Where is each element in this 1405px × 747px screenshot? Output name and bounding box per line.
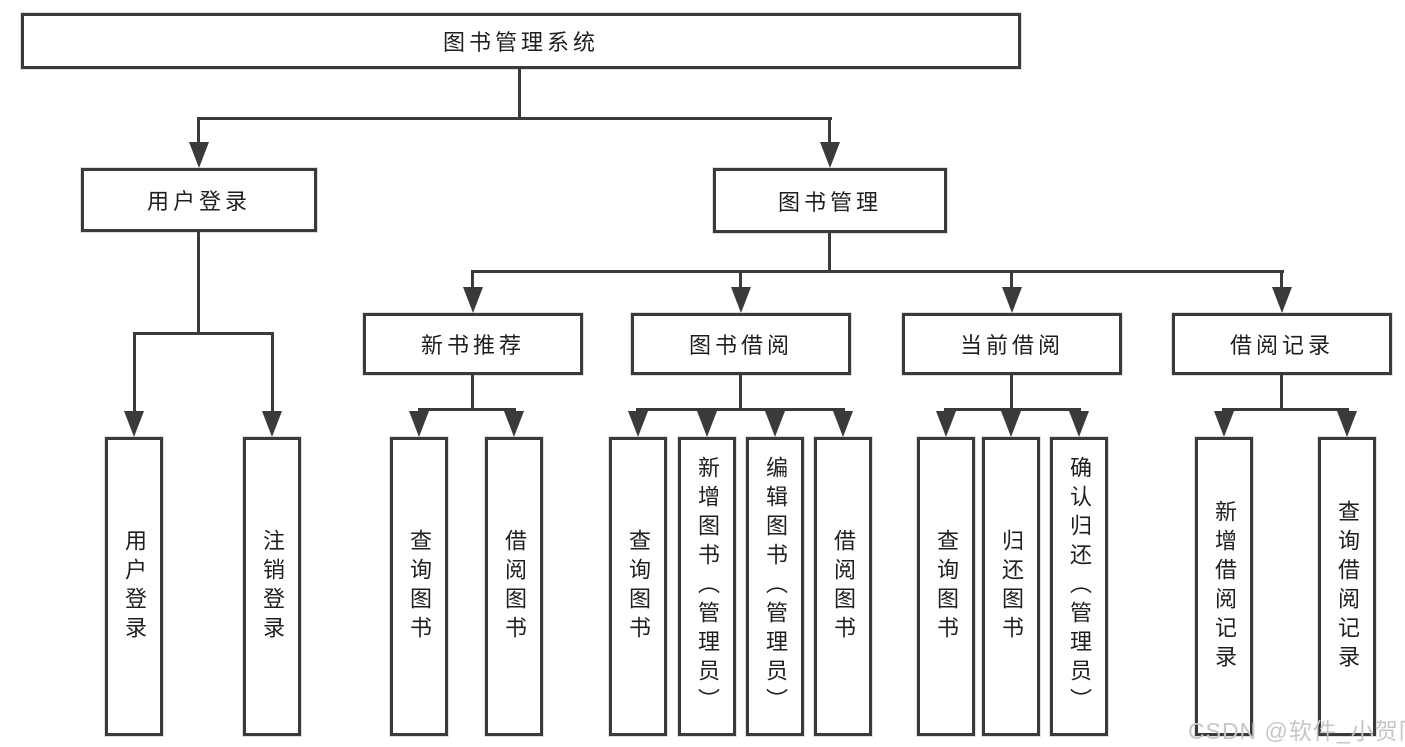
leaf-query-books-borrowing: 查询图书 [609,437,667,736]
node-borrowing-records-label: 借阅记录 [1229,333,1334,358]
node-current-borrowing-label: 当前借阅 [959,333,1064,358]
leaf-query-books-recommend: 查询图书 [390,437,448,736]
leaf-query-books-current: 查询图书 [917,437,975,736]
arrow-down-icon [820,142,840,168]
connector-borrowing-records-trunk [1280,375,1283,411]
node-user-login: 用户登录 [81,168,317,232]
connector-book-management-trunk [828,233,831,273]
arrow-down-icon [1337,411,1357,437]
leaf-add-borrow-record: 新增借阅记录 [1195,437,1253,736]
connector-drop-borrowing-records [1280,270,1283,290]
leaf-query-books-current-label: 查询图书 [934,528,959,645]
node-user-login-label: 用户登录 [146,189,251,214]
connector-drop-logout-leaf [271,332,274,413]
arrow-down-icon [833,411,853,437]
leaf-logout-login-label: 注销登录 [260,528,285,645]
connector-new-book-hbar [418,408,516,411]
arrow-down-icon [124,411,144,437]
connector-user-login-trunk [197,231,200,335]
leaf-borrow-books-recommend: 借阅图书 [485,437,543,736]
connector-new-book-trunk [471,375,474,411]
arrow-down-icon [628,411,648,437]
arrow-down-icon [697,411,717,437]
arrow-down-icon [1272,287,1292,313]
arrow-down-icon [1214,411,1234,437]
connector-drop-user-login [197,117,200,145]
csdn-watermark: CSDN @软件_小贺同学 [1188,718,1405,744]
leaf-add-borrow-record-label: 新增借阅记录 [1212,499,1237,674]
leaf-confirm-return-admin-label: 确认归还（管理员） [1067,456,1092,717]
leaf-query-books-recommend-label: 查询图书 [407,528,432,645]
connector-root-trunk [518,69,521,119]
arrow-down-icon [731,287,751,313]
connector-borrowing-records-hbar [1222,408,1349,411]
arrow-down-icon [504,411,524,437]
node-book-management: 图书管理 [713,168,947,233]
node-root-label: 图书管理系统 [442,30,599,55]
node-book-management-label: 图书管理 [777,189,882,215]
leaf-query-books-borrowing-label: 查询图书 [626,528,651,645]
leaf-query-borrow-record-label: 查询借阅记录 [1335,499,1360,674]
leaf-add-books-admin-label: 新增图书（管理员） [695,456,720,717]
leaf-return-books: 归还图书 [982,437,1040,736]
node-current-borrowing: 当前借阅 [902,313,1122,375]
leaf-query-borrow-record: 查询借阅记录 [1318,437,1376,736]
leaf-edit-books-admin: 编辑图书（管理员） [746,437,804,736]
connector-user-login-hbar [133,332,274,335]
arrow-down-icon [409,411,429,437]
arrow-down-icon [1069,411,1089,437]
node-book-borrowing: 图书借阅 [631,313,851,375]
leaf-confirm-return-admin: 确认归还（管理员） [1050,437,1108,736]
node-book-borrowing-label: 图书借阅 [688,333,793,358]
arrow-down-icon [463,287,483,313]
connector-book-management-hbar [471,270,1284,273]
leaf-add-books-admin: 新增图书（管理员） [678,437,736,736]
arrow-down-icon [189,142,209,168]
arrow-down-icon [765,411,785,437]
connector-drop-login-leaf [133,332,136,413]
leaf-user-login: 用户登录 [105,437,163,736]
leaf-borrow-books-recommend-label: 借阅图书 [502,528,527,645]
connector-current-borrowing-hbar [944,408,1081,411]
leaf-borrow-books-label: 借阅图书 [831,528,856,645]
connector-drop-book-management [828,117,831,145]
arrow-down-icon [1001,411,1021,437]
connector-drop-new-book [471,270,474,290]
arrow-down-icon [936,411,956,437]
node-root: 图书管理系统 [21,13,1021,69]
connector-drop-current-borrowing [1010,270,1013,290]
leaf-return-books-label: 归还图书 [999,528,1024,645]
node-new-book-recommend-label: 新书推荐 [420,333,525,358]
arrow-down-icon [1002,287,1022,313]
connector-book-borrowing-trunk [739,375,742,411]
connector-current-borrowing-trunk [1010,375,1013,411]
leaf-logout-login: 注销登录 [243,437,301,736]
connector-drop-book-borrowing [739,270,742,290]
leaf-borrow-books: 借阅图书 [814,437,872,736]
connector-root-hbar [197,117,832,120]
leaf-edit-books-admin-label: 编辑图书（管理员） [763,456,788,717]
leaf-user-login-label: 用户登录 [122,528,147,645]
connector-book-borrowing-hbar [636,408,845,411]
arrow-down-icon [262,411,282,437]
node-borrowing-records: 借阅记录 [1172,313,1392,375]
node-new-book-recommend: 新书推荐 [363,313,583,375]
